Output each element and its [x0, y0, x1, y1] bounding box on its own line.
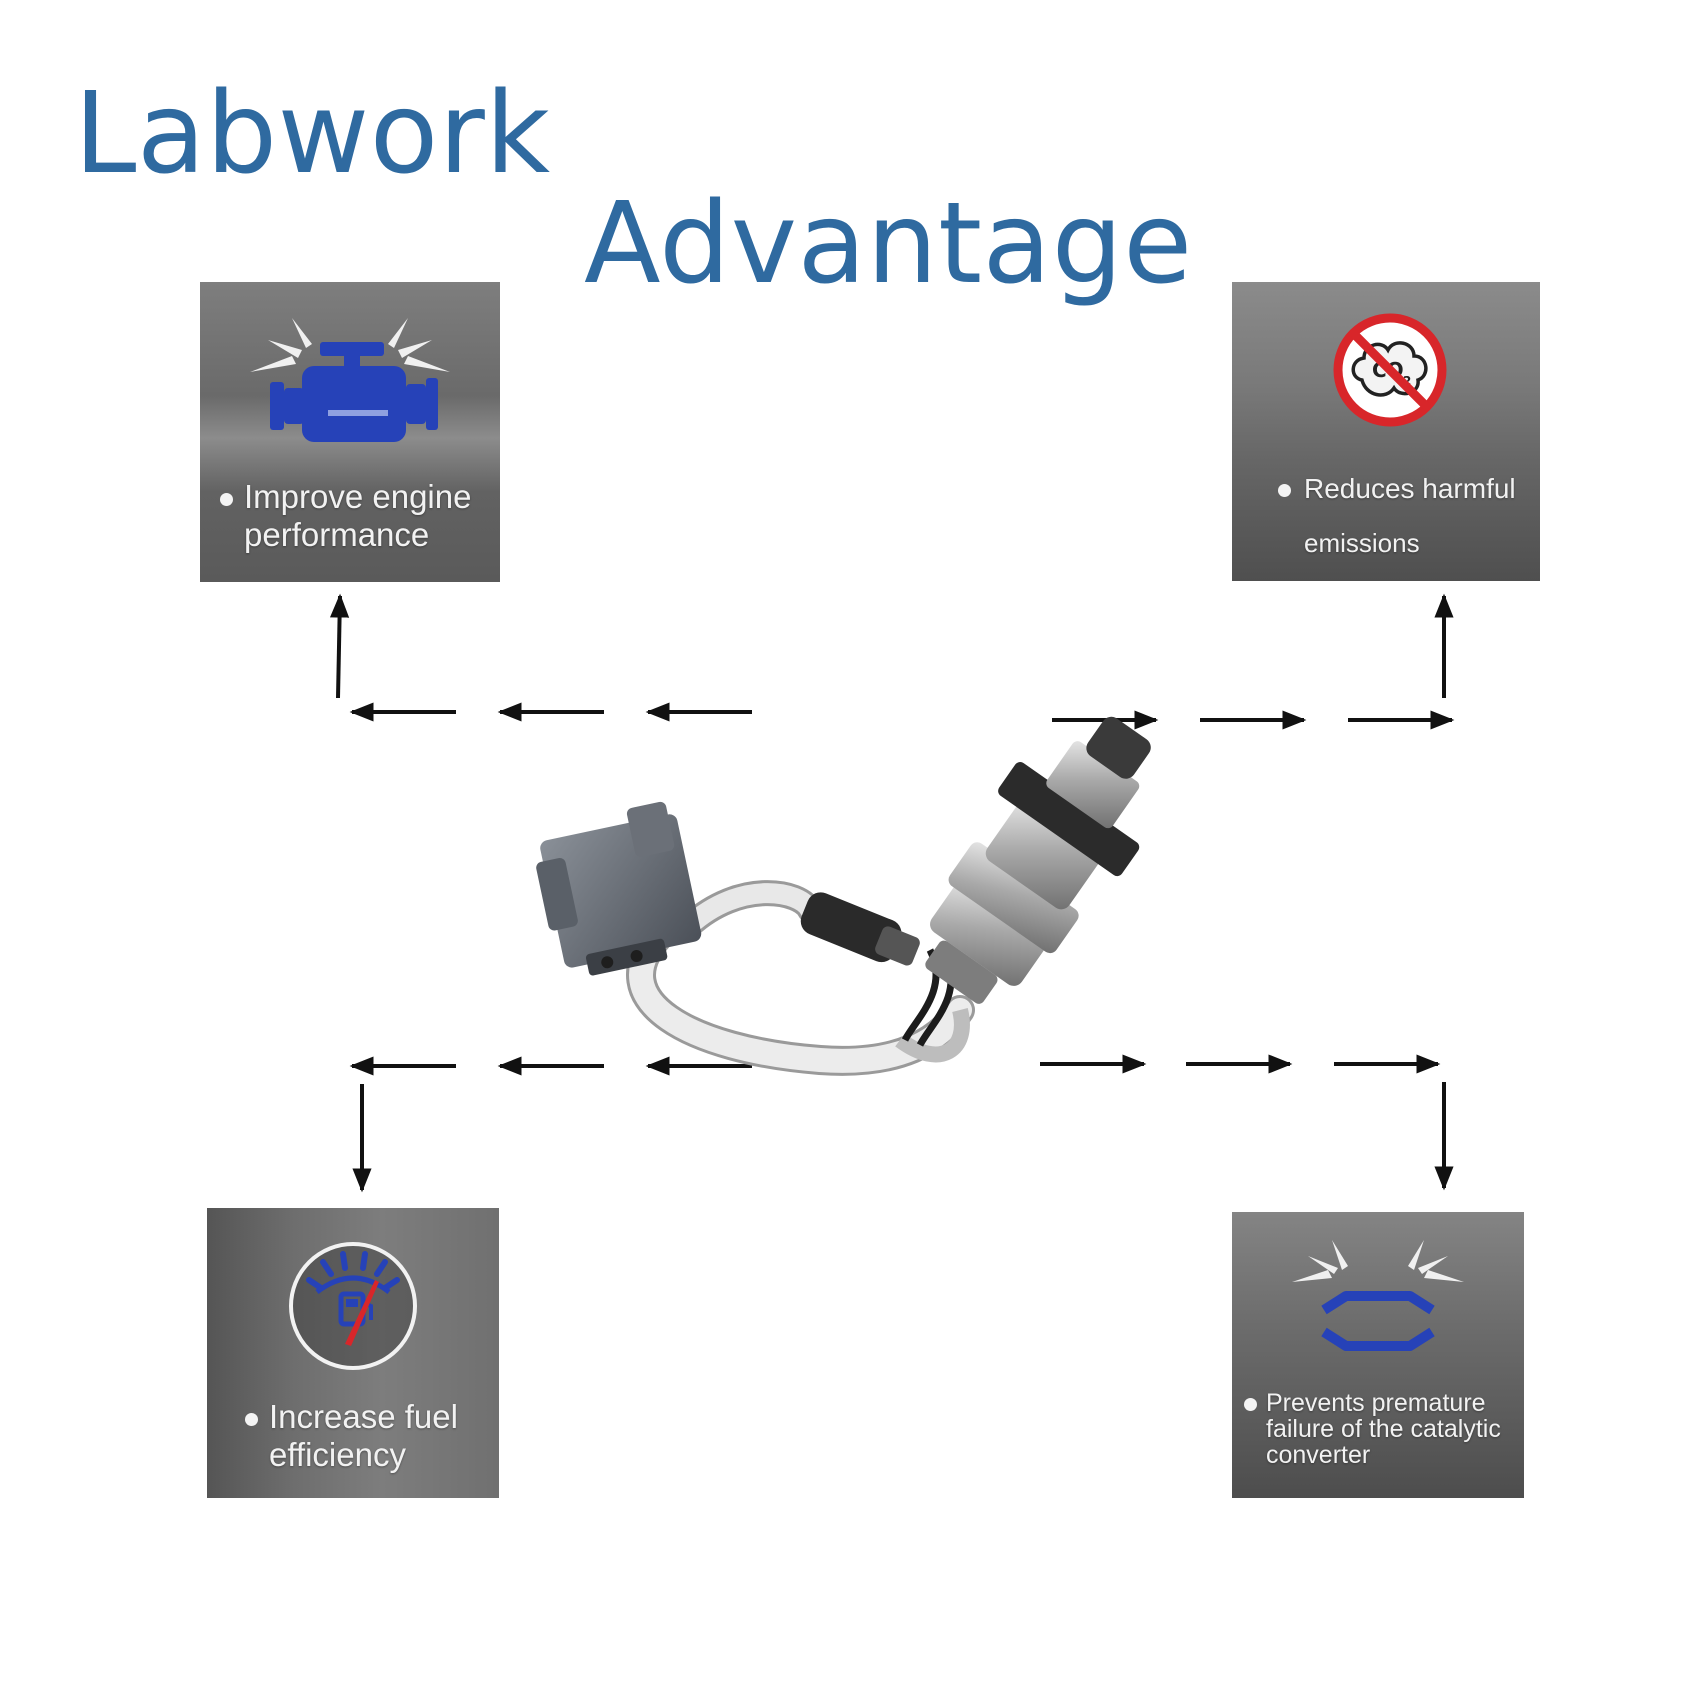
- benefit-card-fuel: Increase fuel efficiency: [207, 1208, 499, 1498]
- benefit-caption-emissions: Reduces harmful emissions: [1304, 472, 1516, 560]
- engine-icon: [250, 318, 450, 442]
- benefit-caption-fuel: Increase fuel efficiency: [269, 1398, 458, 1474]
- no-co2-icon: CO 2: [1333, 313, 1447, 427]
- fuel-gauge-icon: [289, 1242, 417, 1370]
- benefit-caption-engine: Improve engine performance: [244, 478, 471, 554]
- arrow-up: [329, 593, 350, 699]
- caption-line: Prevents premature: [1266, 1389, 1486, 1417]
- bullet-dot: [1278, 484, 1291, 497]
- caption-line: emissions: [1304, 528, 1420, 558]
- caption-line: converter: [1266, 1441, 1371, 1469]
- caption-line: Improve engine: [244, 478, 472, 515]
- caption-line: performance: [244, 516, 430, 553]
- caption-line: efficiency: [269, 1436, 406, 1473]
- caption-line: failure of the catalytic: [1266, 1415, 1501, 1443]
- bullet-dot: [245, 1413, 258, 1426]
- brand-title: Labwork: [74, 69, 551, 199]
- benefit-caption-catalytic: Prevents premature failure of the cataly…: [1266, 1390, 1501, 1468]
- benefit-card-catalytic: Prevents premature failure of the cataly…: [1232, 1212, 1524, 1498]
- bullet-dot: [1244, 1398, 1257, 1411]
- advantage-heading: Advantage: [584, 179, 1193, 309]
- caption-line: Reduces harmful: [1304, 473, 1516, 504]
- benefit-card-engine: Improve engine performance: [200, 282, 500, 582]
- benefit-card-emissions: CO 2 Reduces harmful emissions: [1232, 282, 1540, 581]
- bullet-dot: [220, 493, 233, 506]
- caption-line: Increase fuel: [269, 1398, 458, 1435]
- catalytic-converter-icon: [1292, 1240, 1464, 1351]
